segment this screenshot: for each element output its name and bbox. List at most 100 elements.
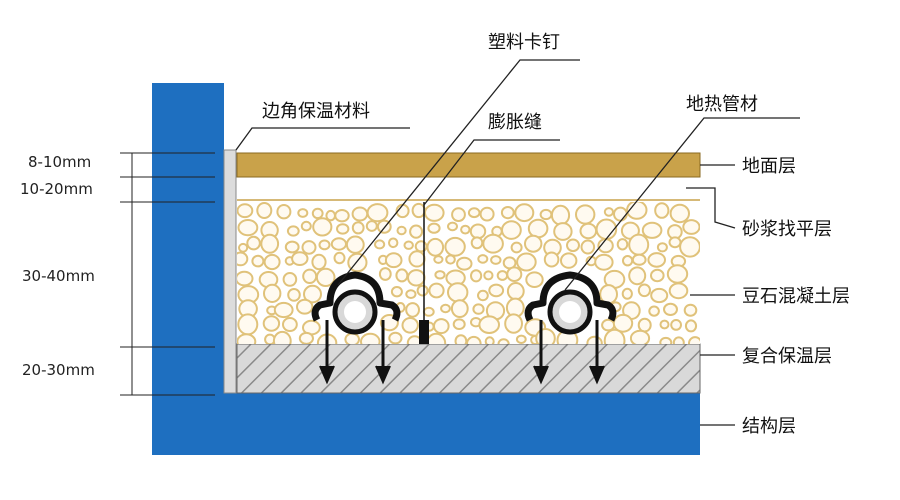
layer-label-floor: 地面层 xyxy=(742,156,796,177)
pebble xyxy=(378,267,392,281)
pebble xyxy=(411,202,426,219)
pebble xyxy=(672,336,685,344)
pebble xyxy=(351,206,369,222)
pebble xyxy=(260,233,280,254)
callout-lines xyxy=(235,59,800,291)
pebble xyxy=(539,208,553,221)
pebble xyxy=(238,242,249,253)
pebble xyxy=(237,251,249,267)
pebble xyxy=(516,252,537,272)
pebble xyxy=(628,266,647,286)
pebble xyxy=(403,240,414,250)
heating-pipe-left xyxy=(311,271,401,385)
pebble xyxy=(451,207,466,223)
callout-plastic-clip: 塑料卡钉 xyxy=(488,32,560,53)
pebble xyxy=(684,319,698,333)
pebble xyxy=(384,252,403,269)
dim-label-floor: 8-10mm xyxy=(28,153,91,171)
pebble xyxy=(628,233,650,256)
pebble xyxy=(482,233,504,254)
pebble xyxy=(282,272,298,287)
heating-pipe-right xyxy=(524,271,617,385)
pebble xyxy=(405,289,417,300)
pebble xyxy=(688,336,700,344)
pebble xyxy=(409,224,424,239)
pebble xyxy=(360,332,381,344)
pebble xyxy=(506,282,525,301)
pebble xyxy=(351,221,365,235)
pebble xyxy=(237,333,257,344)
pebble xyxy=(479,206,495,222)
pebble xyxy=(470,236,484,250)
pebble xyxy=(514,203,535,223)
pebble xyxy=(488,283,505,298)
expansion-joint xyxy=(419,202,429,344)
pebble xyxy=(428,282,445,299)
mortar-layer xyxy=(237,178,700,202)
pebble xyxy=(683,303,698,317)
pebble xyxy=(656,242,668,253)
pebble xyxy=(641,221,663,239)
pebble xyxy=(621,287,633,300)
pebble xyxy=(284,240,300,254)
pebble xyxy=(527,218,549,239)
pebble xyxy=(246,235,261,251)
pebble xyxy=(263,283,282,303)
pebble xyxy=(311,253,327,271)
pebble xyxy=(311,207,324,220)
layer-label-concrete: 豆石混凝土层 xyxy=(742,286,850,307)
pebble xyxy=(334,209,350,223)
pebble xyxy=(330,237,347,251)
pebble xyxy=(414,240,428,253)
pebble xyxy=(237,203,254,219)
pebble xyxy=(287,288,301,302)
pebble xyxy=(501,220,522,240)
pebble xyxy=(631,253,647,266)
pebble xyxy=(603,328,626,344)
pebble xyxy=(262,315,281,332)
pebble xyxy=(396,225,407,236)
pebble xyxy=(454,334,468,344)
pebble xyxy=(594,253,614,271)
pebble xyxy=(416,284,429,297)
pebble xyxy=(388,331,403,344)
pebble xyxy=(668,282,689,300)
pebble xyxy=(466,335,482,344)
pebble xyxy=(654,202,670,219)
pebble xyxy=(663,302,678,316)
pebble xyxy=(553,222,573,241)
pebble xyxy=(296,298,314,315)
pebble xyxy=(550,204,571,226)
pebble xyxy=(543,251,560,268)
pebble xyxy=(365,220,378,232)
pebble xyxy=(659,336,673,344)
pebble xyxy=(237,270,254,287)
pebble xyxy=(273,301,294,319)
pebble xyxy=(444,236,466,257)
pebble xyxy=(637,283,652,298)
pebble xyxy=(670,319,682,331)
pebble xyxy=(407,269,426,287)
pebble xyxy=(291,251,309,267)
pebble xyxy=(312,217,333,237)
pebble xyxy=(500,206,515,220)
pebble xyxy=(344,332,360,344)
pebble xyxy=(637,317,652,333)
pebble xyxy=(679,236,700,258)
pebble xyxy=(510,241,523,254)
pebble xyxy=(374,239,386,250)
pebble xyxy=(300,220,312,232)
pebble xyxy=(388,237,399,249)
layer-label-structure: 结构层 xyxy=(742,416,796,437)
pebble xyxy=(456,256,473,271)
pebble xyxy=(467,207,481,219)
pebble xyxy=(315,267,336,287)
pebble xyxy=(282,317,298,332)
pebble xyxy=(447,221,458,232)
pebble xyxy=(395,268,409,283)
structure-layer xyxy=(152,83,700,455)
pebble xyxy=(237,313,259,336)
callout-heating-pipe: 地热管材 xyxy=(686,94,758,115)
pebble xyxy=(650,268,665,283)
